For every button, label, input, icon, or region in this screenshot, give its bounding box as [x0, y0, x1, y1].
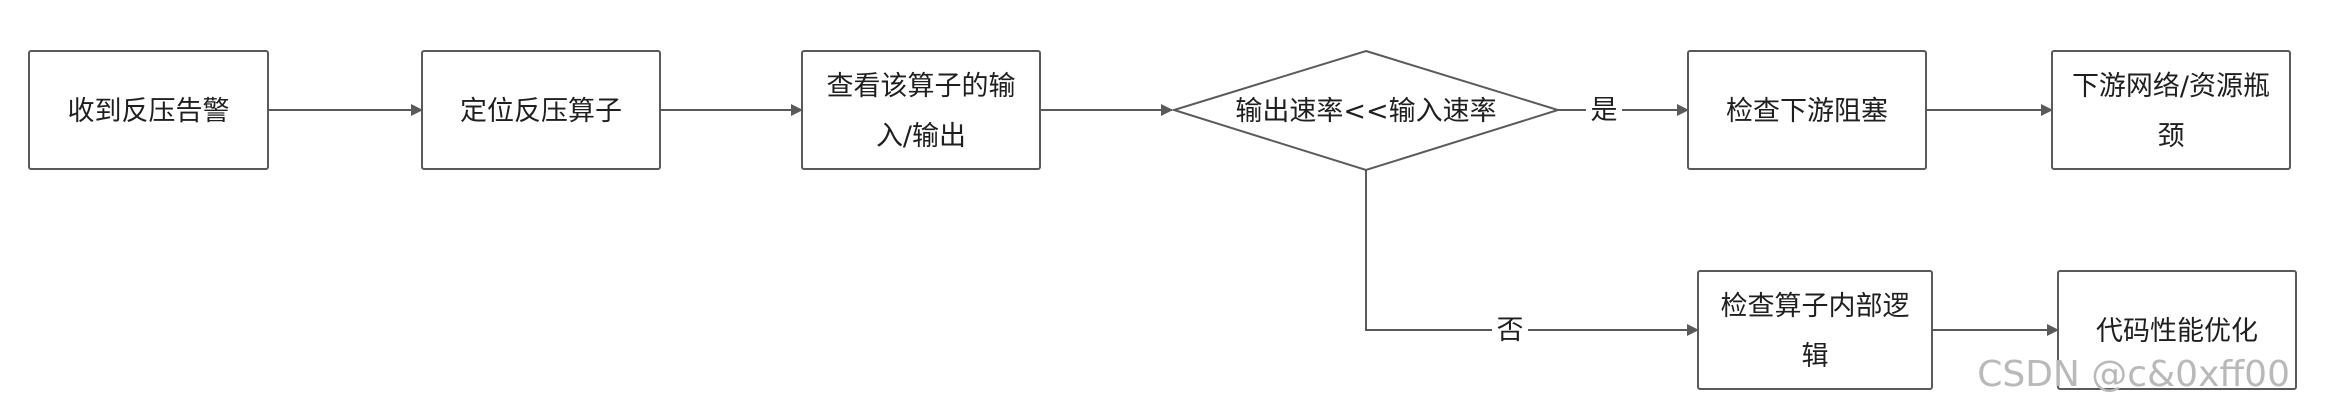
node-internal: 检查算子内部逻 辑 — [1697, 270, 1933, 390]
node-alert: 收到反压告警 — [28, 50, 269, 170]
node-inspect: 查看该算子的输 入/输出 — [801, 50, 1041, 170]
edge-label-yes: 是 — [1586, 92, 1622, 128]
node-inspect-label-line1: 查看该算子的输 — [827, 71, 1016, 102]
edges: 是 否 — [268, 92, 2059, 348]
node-downstream-label: 检查下游阻塞 — [1726, 96, 1888, 127]
edge-label-no: 否 — [1492, 312, 1528, 348]
edge-label-no-text: 否 — [1497, 315, 1524, 346]
watermark: CSDN @c&0xff00 — [1977, 354, 2290, 395]
node-bottleneck: 下游网络/资源瓶 颈 — [2051, 50, 2291, 170]
nodes: 收到反压告警 定位反压算子 查看该算子的输 入/输出 输出速率<<输入速率 检查… — [28, 49, 2297, 390]
node-internal-label-line1: 检查算子内部逻 — [1721, 291, 1910, 322]
node-alert-label: 收到反压告警 — [68, 96, 230, 127]
node-optimize: 代码性能优化 — [2057, 270, 2297, 390]
node-bottleneck-label-line1: 下游网络/资源瓶 — [2072, 71, 2270, 102]
node-decision-label: 输出速率<<输入速率 — [1235, 96, 1496, 127]
edge-label-yes-text: 是 — [1591, 95, 1618, 126]
node-decision: 输出速率<<输入速率 — [1170, 49, 1562, 172]
node-optimize-label: 代码性能优化 — [2096, 316, 2258, 347]
node-downstream: 检查下游阻塞 — [1687, 50, 1927, 170]
edge-decision-to-internal — [1365, 170, 1699, 336]
node-locate: 定位反压算子 — [421, 50, 661, 170]
node-internal-label-line2: 辑 — [1802, 341, 1829, 372]
node-locate-label: 定位反压算子 — [460, 96, 622, 127]
node-inspect-label-line2: 入/输出 — [876, 121, 966, 152]
node-bottleneck-label-line2: 颈 — [2158, 121, 2185, 152]
